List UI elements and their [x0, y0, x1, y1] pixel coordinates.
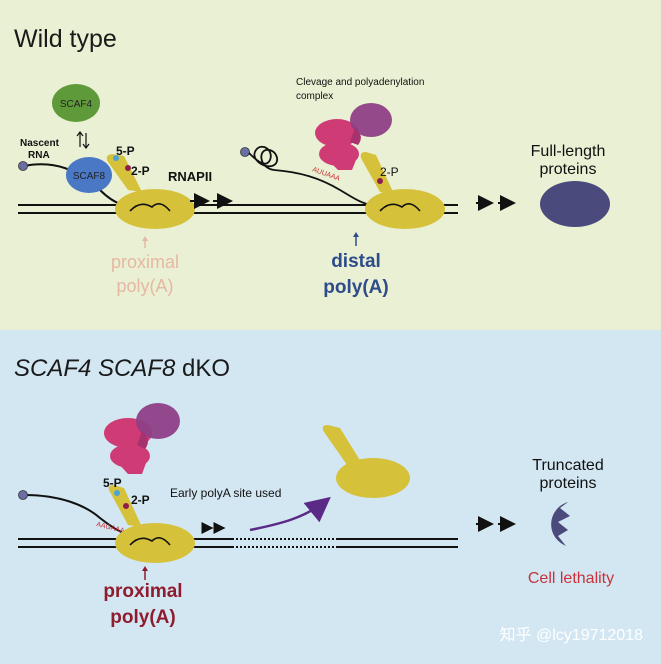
phospho-5p-dot — [113, 155, 119, 161]
dko-title-genes: SCAF4 SCAF8 — [14, 355, 176, 382]
truncated-label-line1: Truncated — [532, 457, 603, 474]
nascent-label-line2: RNA — [28, 150, 50, 161]
cell-lethality-label: Cell lethality — [528, 570, 614, 587]
early-site-label: Early polyA site used — [170, 486, 281, 500]
dko-panel: SCAF4 SCAF8 dKO AAGAAA 5-P 2-P — [0, 330, 661, 664]
nascent-label-line1: Nascent — [20, 138, 60, 149]
full-length-label-line2: proteins — [540, 161, 597, 178]
rnapii-proximal — [106, 154, 195, 229]
proximal-label-dko-line1: proximal — [103, 581, 182, 602]
phospho-5p-dko-dot — [114, 490, 120, 496]
full-length-protein — [540, 181, 610, 227]
truncated-label-line2: proteins — [540, 475, 597, 492]
proximal-label-dko-line2: poly(A) — [110, 607, 175, 628]
exchange-arrows — [76, 131, 90, 149]
distal-label-line1: distal — [331, 251, 381, 272]
proximal-pointer-head-dko — [142, 566, 148, 571]
phospho-2p-dko-dot — [123, 503, 129, 509]
p2-dko-label: 2-P — [131, 493, 150, 507]
proximal-label-wt-line2: poly(A) — [116, 276, 173, 296]
phospho-2p-distal-dot — [377, 178, 383, 184]
rnapii-label: RNAPII — [168, 169, 212, 184]
scaf8-protein — [66, 157, 112, 193]
released-rnapii — [322, 425, 410, 498]
p5-label: 5-P — [116, 144, 135, 158]
wild-type-panel: Wild type SCAF4 Nascent RNA SC — [0, 0, 661, 330]
proximal-label-wt-line1: proximal — [111, 252, 179, 272]
scaf4-protein — [52, 84, 100, 122]
p5-dko-label: 5-P — [103, 476, 122, 490]
rna-5prime-cap-dko — [18, 490, 28, 500]
dko-title-suffix: dKO — [175, 355, 230, 382]
distal-label-line2: poly(A) — [323, 277, 388, 298]
phospho-2p-dot — [125, 165, 131, 171]
release-curved-arrow — [249, 496, 331, 532]
wild-type-title: Wild type — [14, 25, 117, 53]
p2-distal-label: 2-P — [380, 165, 399, 179]
scaf4-label: SCAF4 — [60, 99, 93, 110]
distal-pointer-head — [353, 232, 359, 237]
rna-5prime-cap — [18, 161, 28, 171]
watermark: 知乎 @lcy19712018 — [500, 626, 644, 644]
rnapii-distal — [360, 152, 445, 229]
rna-knot — [240, 145, 373, 206]
p2-label: 2-P — [131, 164, 150, 178]
dko-title: SCAF4 SCAF8 dKO — [14, 355, 230, 382]
cpa-label-line2: complex — [296, 91, 333, 102]
scaf8-label: SCAF8 — [73, 171, 106, 182]
proximal-pointer-head-wt — [142, 236, 148, 241]
truncated-protein — [551, 502, 570, 546]
cpa-complex-dko — [104, 403, 180, 474]
cpa-complex-wt — [315, 103, 392, 170]
full-length-label-line1: Full-length — [531, 143, 606, 160]
cpa-label-line1: Clevage and polyadenylation — [296, 77, 424, 88]
